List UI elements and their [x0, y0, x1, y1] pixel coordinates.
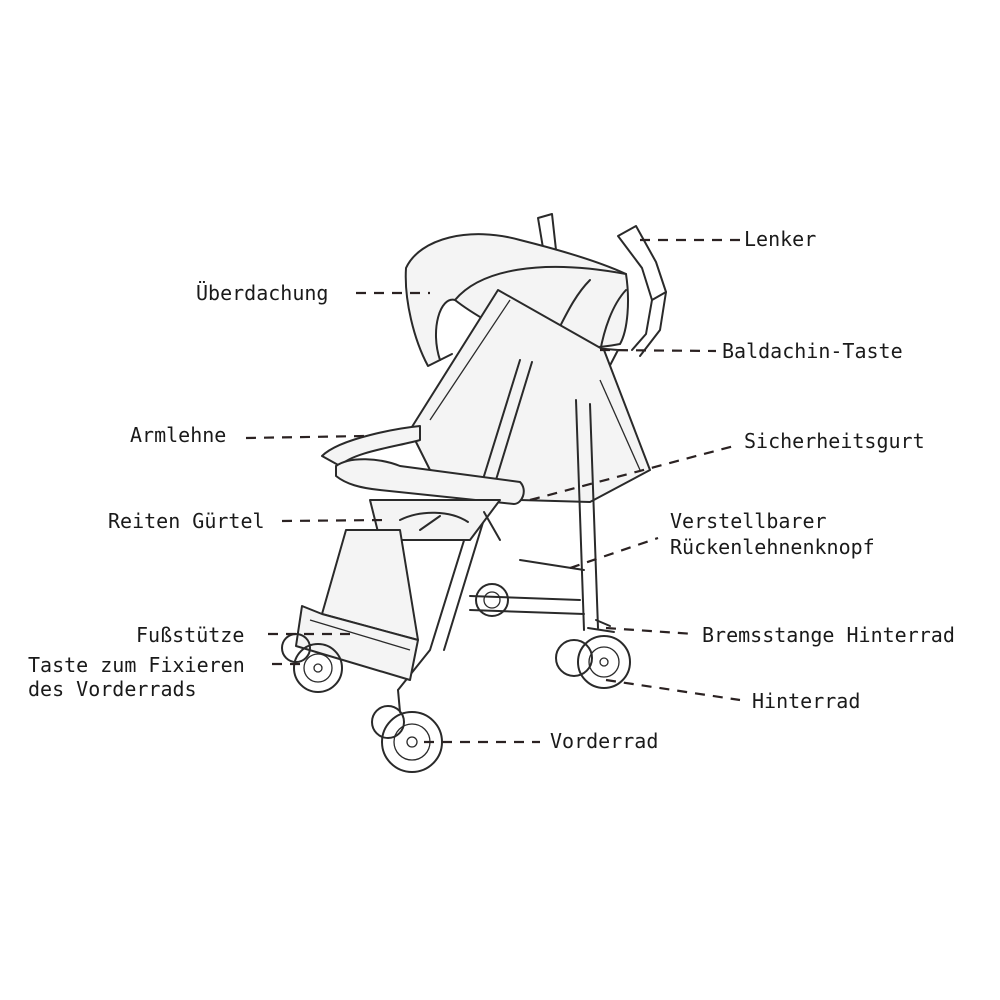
- label-armlehne: Armlehne: [130, 423, 227, 447]
- leader-rueckenlehnenknopf: [569, 536, 659, 570]
- label-verstellbarer-line2: Rückenlehnenknopf: [670, 535, 875, 559]
- leader-lines: [245, 238, 741, 744]
- label-sicherheitsgurt: Sicherheitsgurt: [744, 429, 925, 453]
- label-baldachin-taste: Baldachin-Taste: [722, 339, 903, 363]
- label-taste-line1: Taste zum Fixieren: [28, 653, 245, 677]
- label-lenker: Lenker: [744, 227, 817, 251]
- leader-baldachin-taste: [599, 348, 717, 353]
- front-wheels-left: [281, 633, 343, 693]
- label-fussstuetze: Fußstütze: [136, 623, 245, 647]
- stroller-drawing: [281, 213, 667, 773]
- rear-brake-bar: [587, 619, 615, 633]
- leader-reiten-guertel: [281, 518, 387, 523]
- leader-armlehne: [245, 434, 367, 440]
- label-ueberdachung: Überdachung: [196, 281, 329, 305]
- rear-wheels: [475, 583, 631, 689]
- armrest: [321, 425, 525, 505]
- label-reiten-guertel: Reiten Gürtel: [108, 509, 265, 533]
- label-bremsstange: Bremsstange Hinterrad: [702, 623, 955, 647]
- seat: [369, 499, 501, 541]
- front-wheel: [371, 689, 443, 773]
- label-vorderrad: Vorderrad: [550, 729, 659, 753]
- label-taste-line2: des Vorderrads: [28, 677, 197, 701]
- label-hinterrad: Hinterrad: [752, 689, 861, 713]
- leg-rest: [295, 529, 419, 681]
- leader-bremsstange: [605, 626, 695, 636]
- label-verstellbarer-line1: Verstellbarer: [670, 509, 827, 533]
- leader-hinterrad: [605, 678, 741, 702]
